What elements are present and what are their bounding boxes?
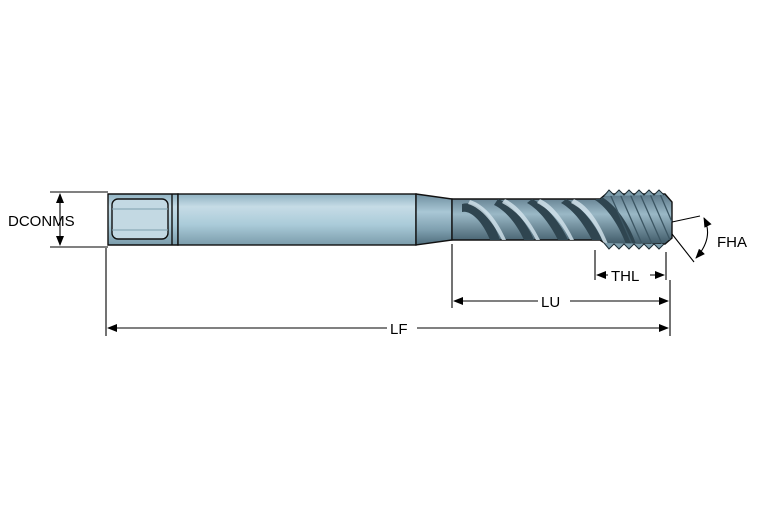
square-drive-end	[107, 193, 179, 246]
lu-dimension: LU	[451, 244, 671, 311]
neck	[415, 193, 453, 246]
fluted-section	[451, 189, 673, 250]
lf-dimension: LF	[105, 248, 671, 338]
lf-label: LF	[390, 321, 408, 338]
lu-label: LU	[541, 294, 560, 311]
thl-dimension: THL	[594, 250, 667, 285]
shank	[177, 193, 417, 246]
dcon-ms-label: DCONMS	[8, 213, 75, 230]
dcon-ms-dimension: DCONMS	[8, 191, 108, 248]
fha-dimension: FHA	[671, 215, 747, 263]
tap-tool	[107, 189, 673, 250]
thl-label: THL	[611, 268, 639, 285]
fha-label: FHA	[717, 234, 747, 251]
